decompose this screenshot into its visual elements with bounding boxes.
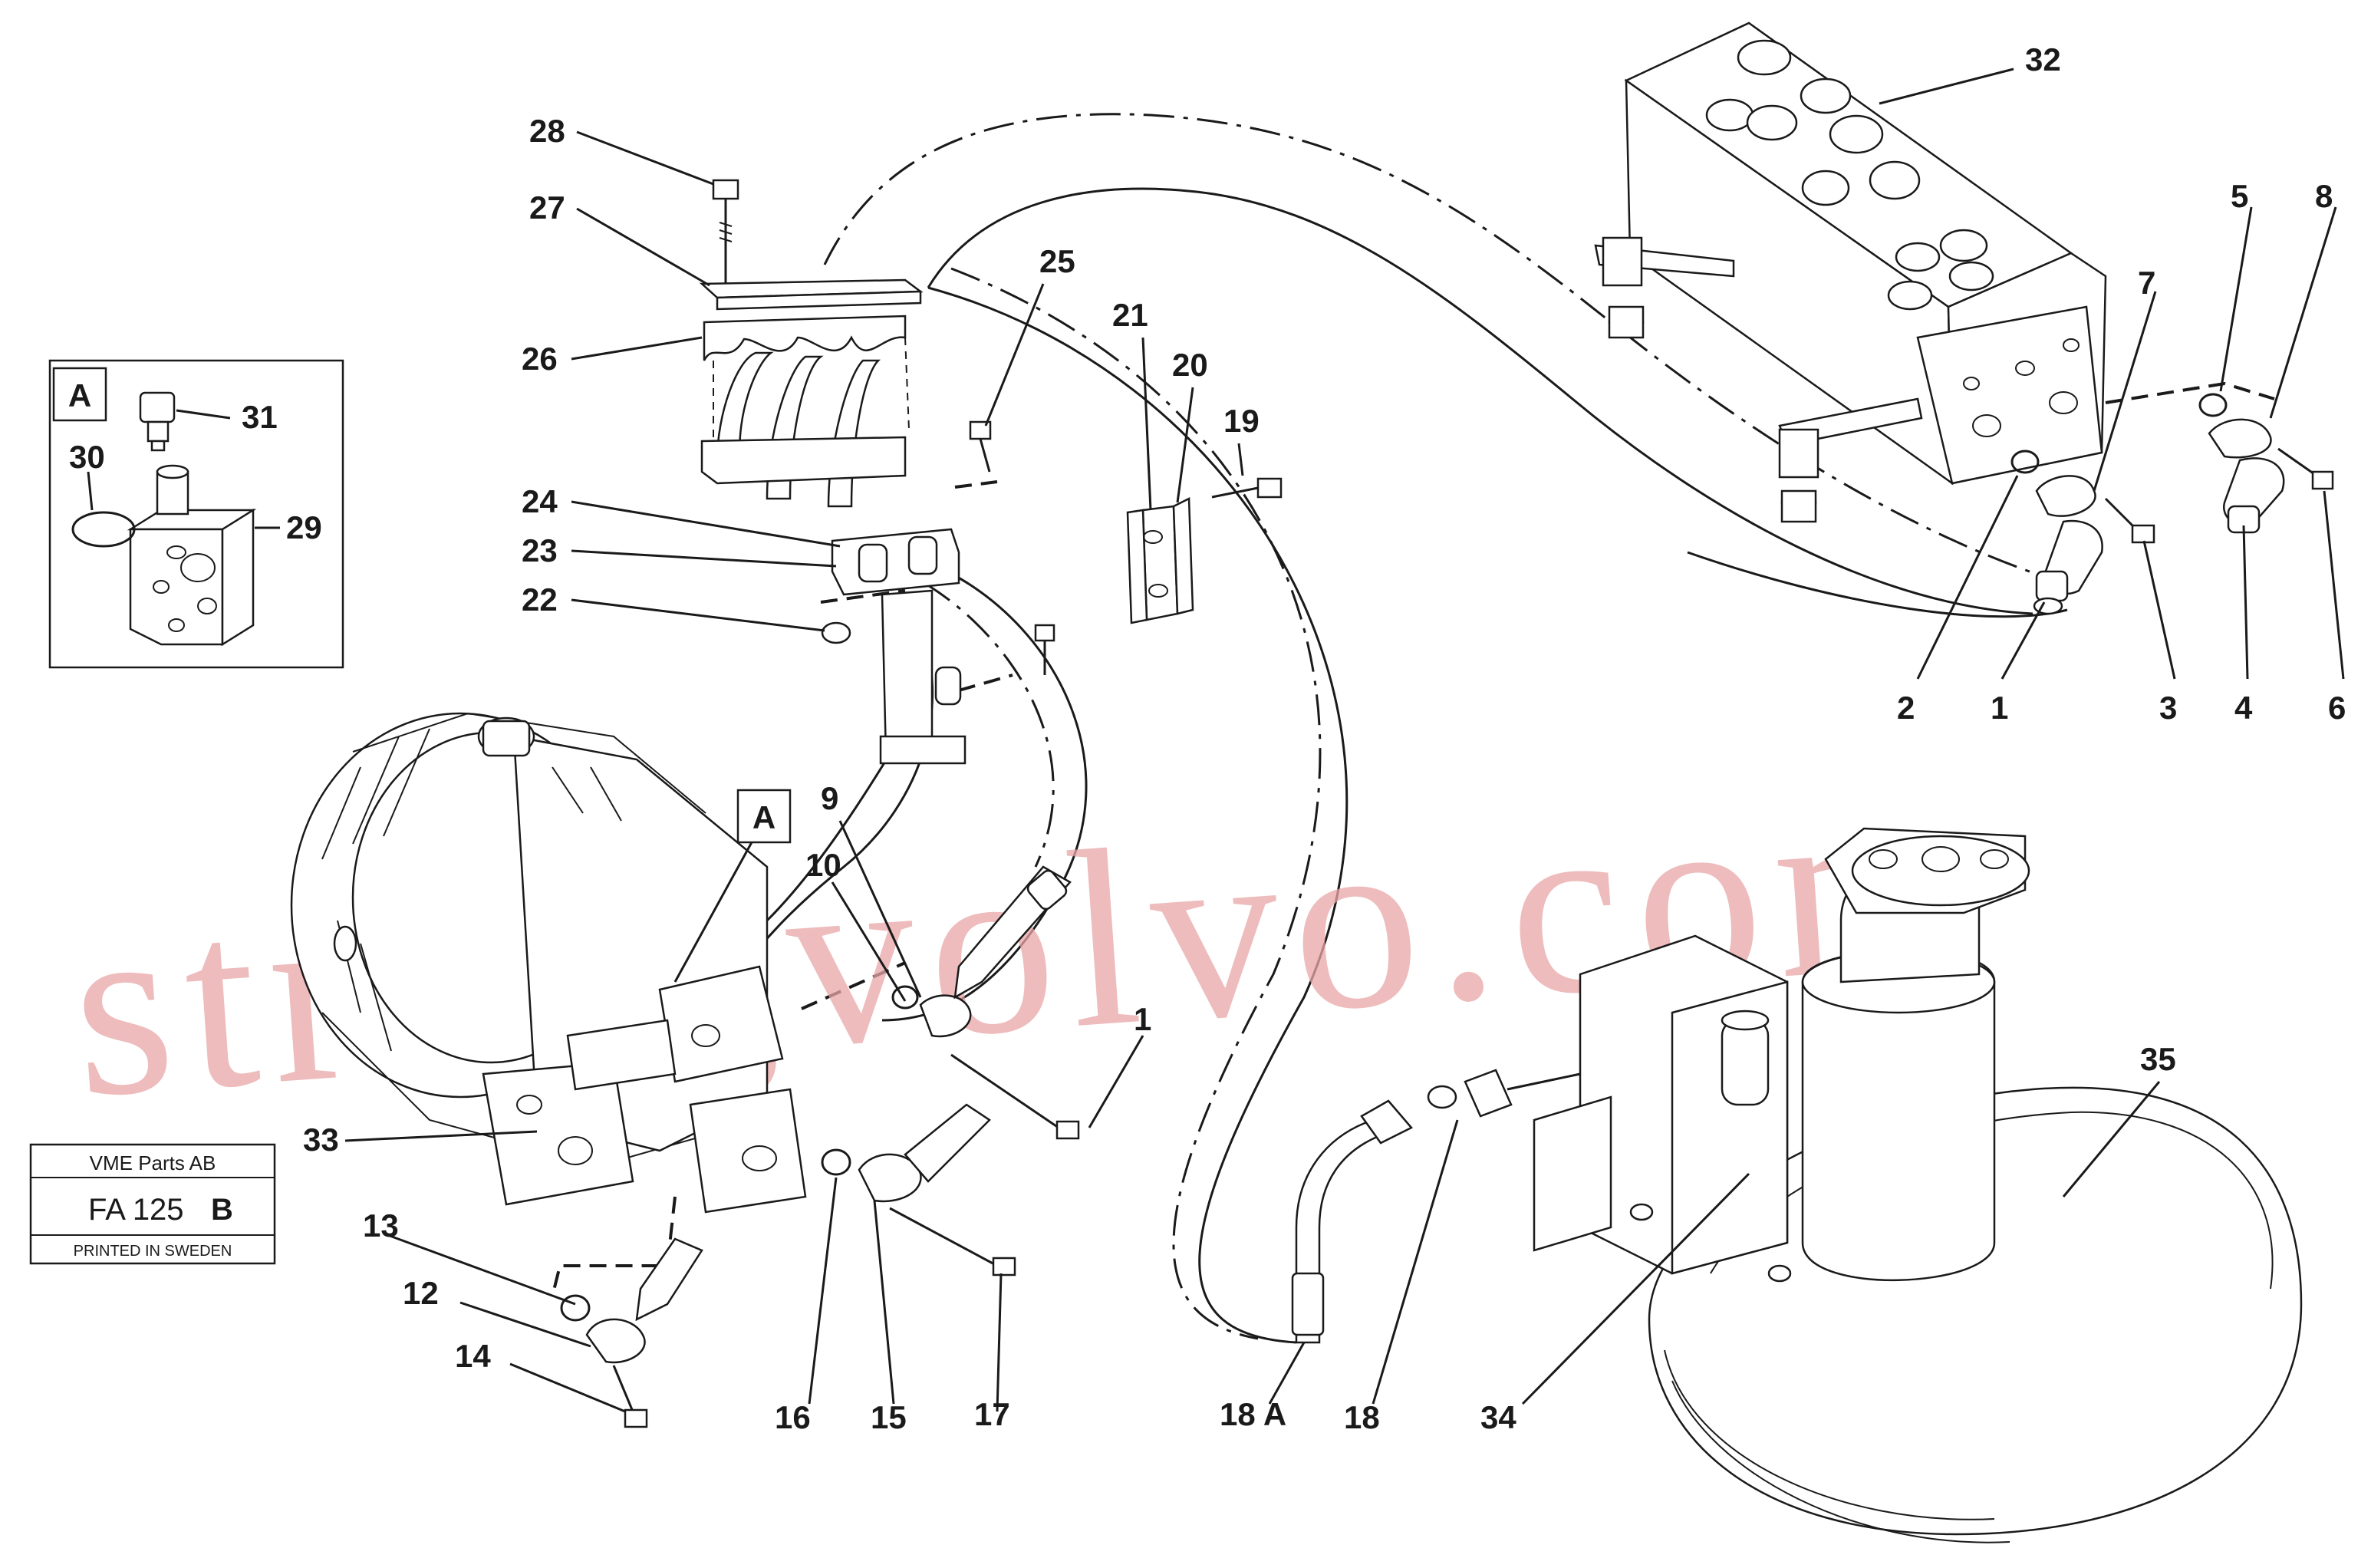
inset-label-box [52,367,107,422]
callout-1-lower: 1 [1134,1001,1151,1037]
callout-23: 23 [522,532,558,568]
valve-block-32 [1594,21,2107,523]
callout-33: 33 [303,1122,339,1158]
stamp-printed: PRINTED IN SWEDEN [74,1243,232,1260]
callout-18a: 18 A [1220,1396,1286,1432]
transmission-33 [290,712,807,1214]
o-ring-30 [71,511,136,548]
valve-body-29 [127,508,257,647]
callout-numbers: 28 27 26 24 23 22 25 21 20 19 32 5 8 7 2… [303,41,2346,1435]
clamp-parts-19-21 [1126,477,1283,624]
section-marker-a: A [673,789,792,983]
callout-1: 1 [1991,690,2008,726]
callout-4: 4 [2234,690,2253,726]
plug-31 [139,391,176,452]
callout-20: 20 [1172,347,1208,383]
callout-15: 15 [871,1399,907,1435]
callout-18: 18 [1344,1399,1380,1435]
hose-clamp-assembly [699,179,1055,765]
callout-26: 26 [522,341,558,377]
callout-2: 2 [1897,690,1915,726]
callout-14: 14 [455,1338,491,1374]
callout-19: 19 [1223,403,1260,439]
callout-32: 32 [2025,41,2061,77]
callout-3: 3 [2159,690,2177,726]
callout-31: 31 [242,399,278,435]
callout-35: 35 [2140,1041,2176,1077]
callout-6: 6 [2328,690,2346,726]
callout-30: 30 [69,439,105,475]
stamp-code-suffix: B [211,1193,233,1227]
callout-21: 21 [1112,297,1148,333]
vme-stamp: VME Parts AB FA 125 B PRINTED IN SWEDEN [29,1143,276,1265]
callout-24: 24 [522,483,558,519]
pump-motor-34-35 [1291,827,2303,1543]
callout-10: 10 [805,847,841,883]
inset-a: A 31 30 29 [48,359,344,669]
callout-34: 34 [1480,1399,1516,1435]
dashed-routes [551,381,2275,1297]
callout-16: 16 [775,1399,811,1435]
callout-5: 5 [2231,178,2248,214]
callout-9: 9 [821,780,838,816]
leader-lines [344,68,2345,1413]
callout-25: 25 [1039,243,1075,279]
callout-29: 29 [286,509,322,545]
stamp-code: FA 125 [88,1193,184,1227]
callout-27: 27 [529,189,565,226]
callout-17: 17 [974,1396,1010,1432]
callout-28: 28 [529,113,565,149]
lower-fittings-9-17 [560,865,1080,1428]
callout-8: 8 [2315,178,2333,214]
callout-13: 13 [363,1207,399,1244]
callout-22: 22 [522,581,558,618]
section-marker-label: A [752,799,776,835]
callout-7: 7 [2138,265,2155,301]
fittings-1-8 [2010,393,2334,615]
inset-label: A [68,377,91,413]
callout-12: 12 [403,1275,439,1311]
stamp-company: VME Parts AB [90,1151,216,1174]
